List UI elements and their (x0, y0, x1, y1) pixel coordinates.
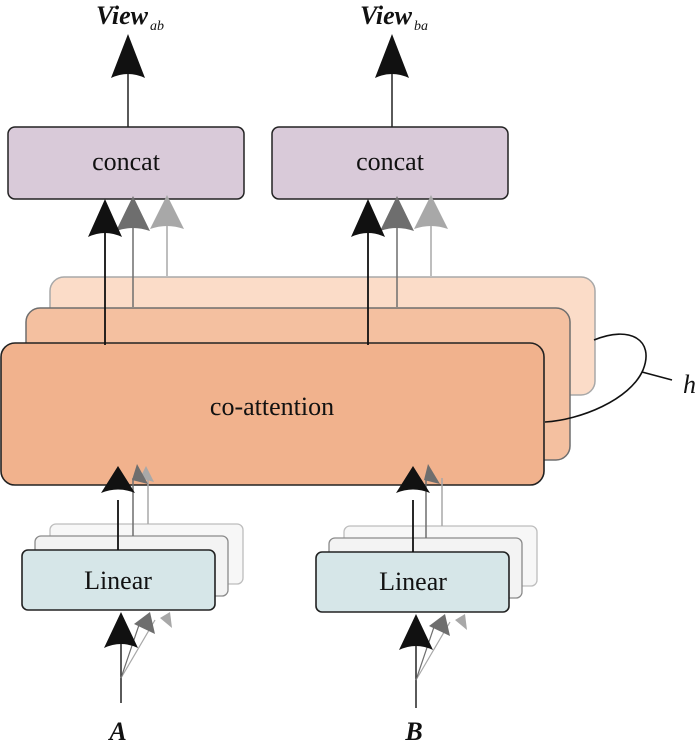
input-label-a: A (107, 717, 126, 746)
heads-label: h (683, 370, 696, 399)
head3-arrow-ab (150, 195, 184, 276)
head1-arrow-ba (351, 199, 385, 345)
coattention-layer-front (0, 342, 545, 486)
input-arrows-a (104, 612, 172, 703)
input-arrows-b (399, 614, 467, 708)
heads-bracket (544, 333, 673, 423)
linear-stack-b: Linear (315, 464, 538, 613)
output-arrow-ab (111, 34, 145, 127)
coattention-label: co-attention (210, 392, 334, 421)
head2-arrow-ab (116, 196, 150, 307)
linear-label: Linear (379, 567, 447, 596)
concat-box-ab: concat (7, 126, 245, 200)
head1-arrow-ab (88, 199, 122, 345)
concat-label: concat (92, 147, 161, 176)
head3-arrow-ba (414, 195, 448, 276)
concat-box-ba: concat (271, 126, 509, 200)
head2-arrow-ba (380, 196, 414, 307)
linear-stack-a: Linear (21, 464, 244, 611)
input-label-b: B (404, 717, 422, 746)
concat-label: concat (356, 147, 425, 176)
output-arrow-ba (375, 34, 409, 127)
linear-label: Linear (84, 566, 152, 595)
